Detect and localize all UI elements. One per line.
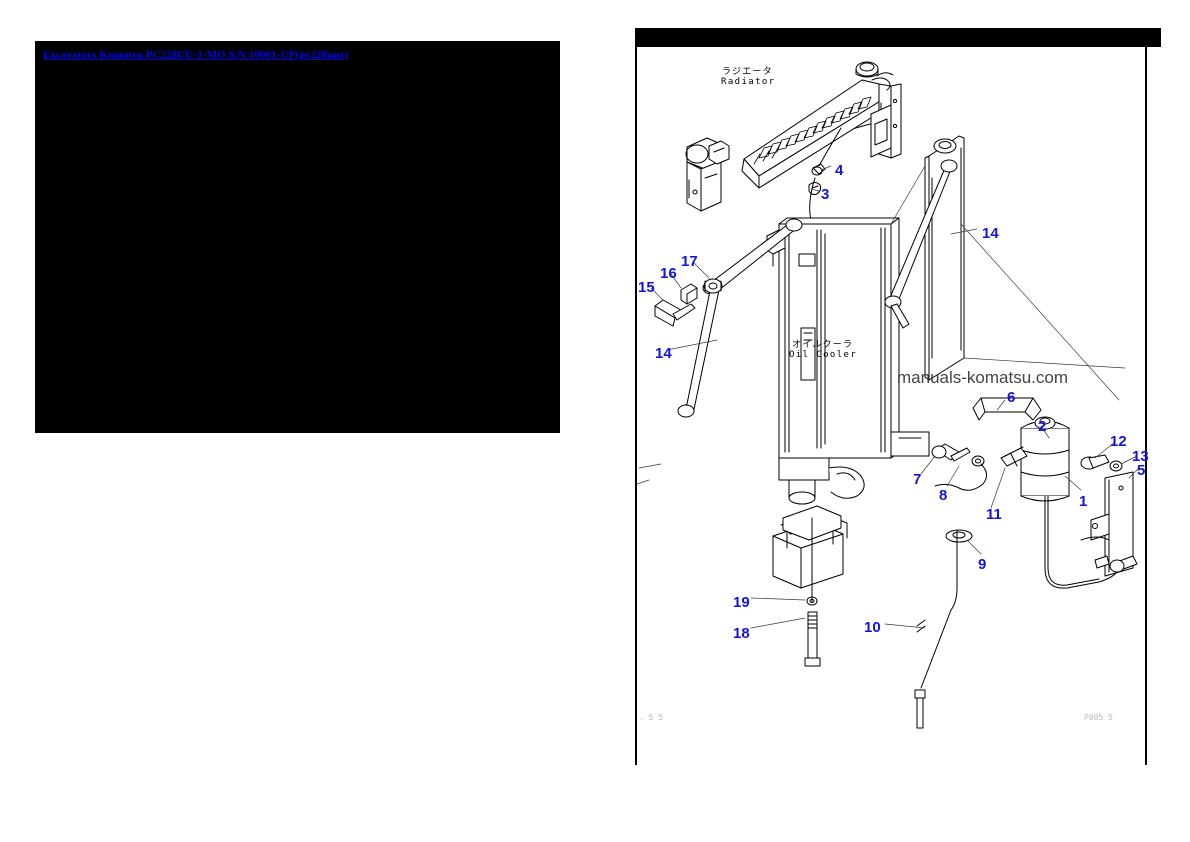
callout-number-1: 1 (1079, 493, 1088, 510)
oil-cooler-label-jp: オイルクーラ (792, 340, 854, 350)
callout-number-14b: 14 (655, 345, 672, 362)
callout-number-14: 14 (982, 225, 999, 242)
callout-number-3: 3 (821, 186, 830, 203)
diagram-frame-right-rule (1145, 47, 1147, 765)
callout-number-5: 5 (1137, 462, 1146, 479)
image-placeholder (35, 41, 560, 433)
callout-number-18: 18 (733, 625, 750, 642)
corner-code-bottom-right: P005 5 (1084, 713, 1113, 722)
callout-number-6: 6 (1007, 389, 1016, 406)
oil-cooler-label-en: Oil Cooler (789, 350, 858, 360)
watermark-text: manuals-komatsu.com (897, 368, 1069, 387)
callout-number-8: 8 (939, 487, 948, 504)
parts-diagram-panel: ラジエータ Radiator オイルクーラ Oil Cooler manuals… (629, 28, 1161, 765)
callout-number-12: 12 (1110, 433, 1127, 450)
callout-number-13: 13 (1132, 448, 1149, 465)
radiator-label-en: Radiator (721, 77, 776, 87)
callout-number-4: 4 (835, 162, 844, 179)
diagram-illustration (636, 61, 1140, 729)
breadcrumb-link[interactable]: Excavators Komatsu PC228UU-1-MO S/N 1000… (43, 49, 349, 61)
corner-code-bottom-left: . 5 5 (639, 713, 664, 722)
callout-number-10: 10 (864, 619, 881, 636)
callout-number-19: 19 (733, 594, 750, 611)
callout-number-16: 16 (660, 265, 677, 282)
callout-number-9: 9 (978, 556, 987, 573)
callout-number-7: 7 (913, 471, 922, 488)
diagram-frame-left-rule (635, 47, 637, 765)
callout-number-11: 11 (986, 506, 1002, 523)
callout-number-15: 15 (638, 279, 655, 296)
callout-number-2: 2 (1038, 418, 1047, 435)
callout-number-17: 17 (681, 253, 698, 270)
diagram-header-bar (635, 28, 1161, 47)
radiator-label-jp: ラジエータ (722, 67, 773, 77)
